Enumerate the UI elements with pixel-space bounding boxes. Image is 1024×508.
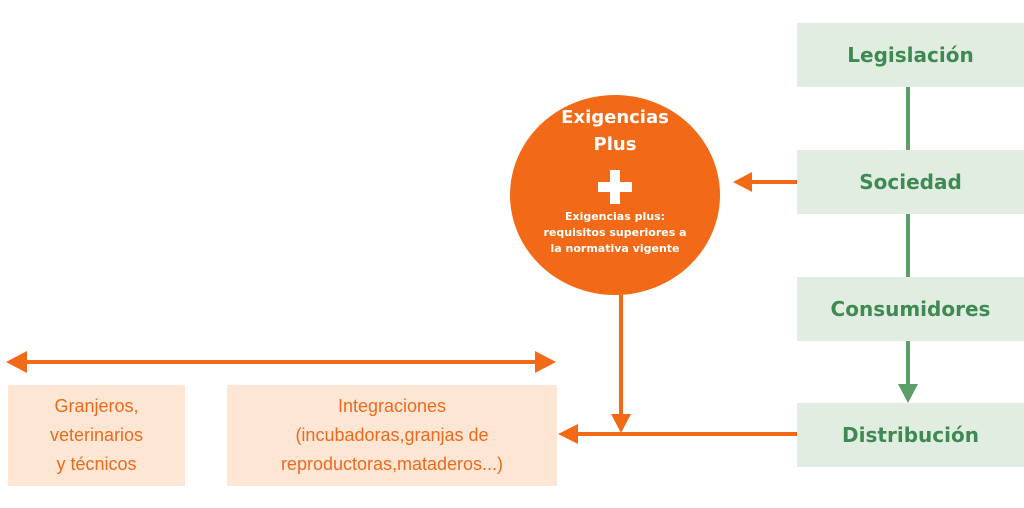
granjeros-line3: y técnicos <box>56 454 137 474</box>
exigencias-note: Exigencias plus: requisitos superiores a… <box>510 209 720 257</box>
exigencias-title-line1: Exigencias <box>561 107 669 128</box>
exigencias-note-line1: Exigencias plus: <box>564 210 666 223</box>
label-sociedad: Sociedad <box>859 170 962 194</box>
integraciones-line2: (incubadoras,granjas de <box>295 425 489 445</box>
arrowhead-to-integraciones <box>558 424 578 444</box>
plus-icon <box>598 170 632 204</box>
exigencias-title: Exigencias Plus <box>510 104 720 158</box>
box-legislacion: Legislación <box>797 23 1024 87</box>
label-consumidores: Consumidores <box>830 297 991 321</box>
label-distribucion: Distribución <box>842 423 979 447</box>
integraciones-line3: reproductoras,mataderos...) <box>280 454 504 474</box>
exigencias-note-line2: requisitos superiores a <box>543 226 687 239</box>
box-granjeros: Granjeros, veterinarios y técnicos <box>8 385 185 486</box>
double-arrow-left-head <box>6 351 27 373</box>
box-integraciones: Integraciones (incubadoras,granjas de re… <box>227 385 557 486</box>
box-sociedad: Sociedad <box>797 150 1024 214</box>
granjeros-line2: veterinarios <box>49 425 144 445</box>
exigencias-note-line3: la normativa vigente <box>550 242 680 255</box>
exigencias-title-line2: Plus <box>593 134 637 155</box>
arrowhead-to-distribucion <box>898 384 918 403</box>
box-distribucion: Distribución <box>797 403 1024 467</box>
label-legislacion: Legislación <box>847 43 974 67</box>
arrowhead-to-exigencias <box>733 172 752 192</box>
double-arrow-right-head <box>535 351 556 373</box>
integraciones-line1: Integraciones <box>337 396 447 416</box>
exigencias-plus-circle: Exigencias Plus Exigencias plus: requisi… <box>510 95 720 295</box>
arrowhead-exigencias-down <box>611 414 631 433</box>
box-consumidores: Consumidores <box>797 277 1024 341</box>
granjeros-line1: Granjeros, <box>54 396 139 416</box>
